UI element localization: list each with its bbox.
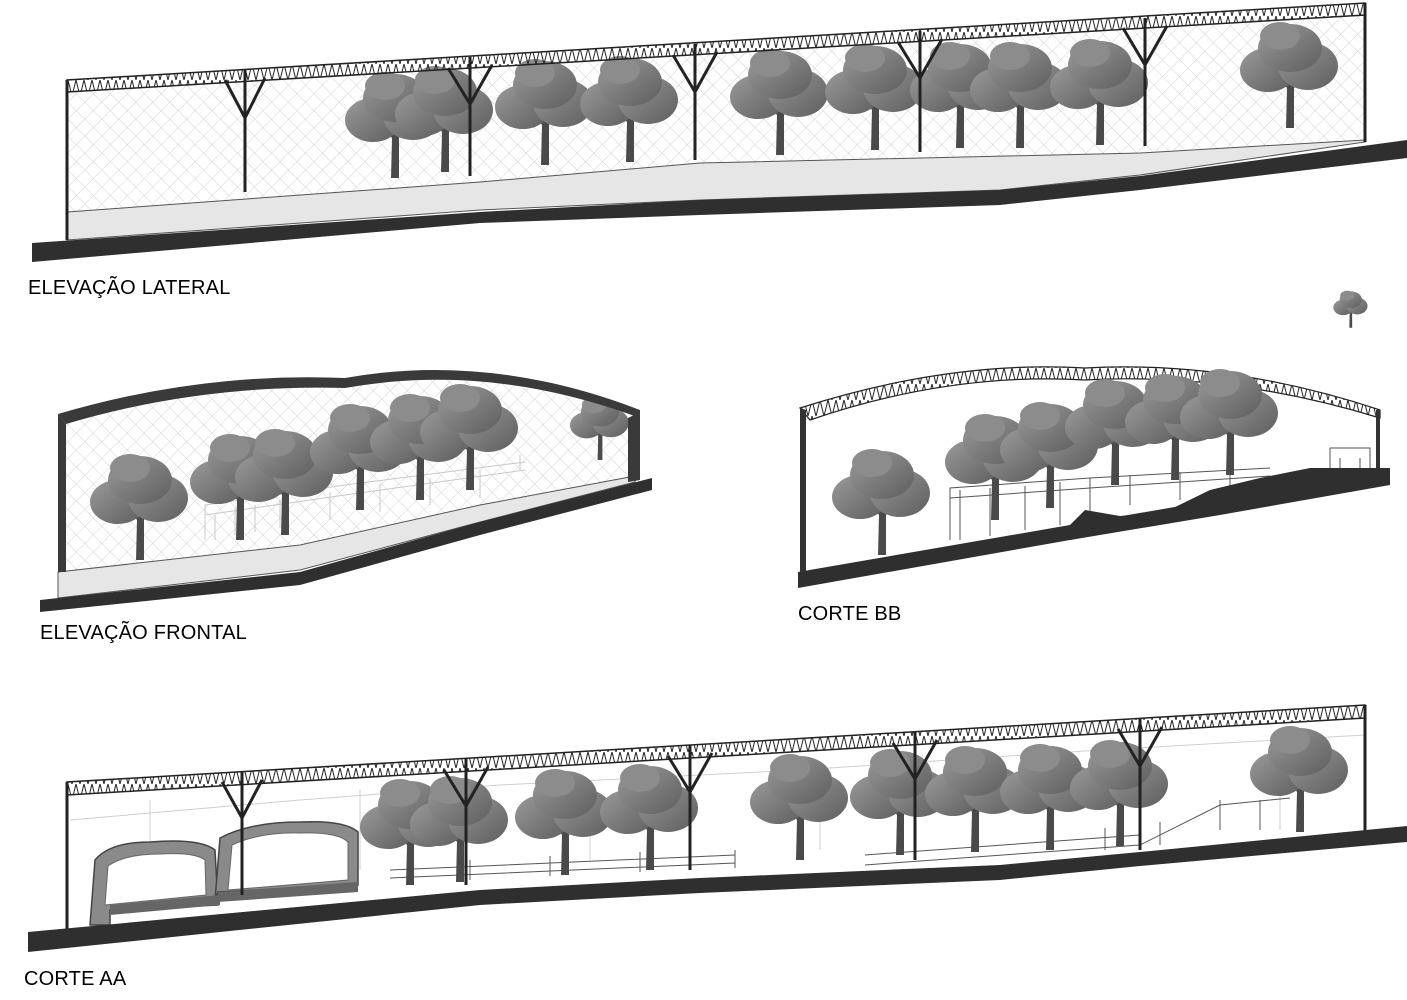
column-left (800, 408, 806, 575)
corte-bb-drawing (798, 290, 1390, 588)
corte-aa-drawing (28, 704, 1407, 952)
ground-line (28, 826, 1407, 952)
column-right (628, 412, 640, 482)
column-right (1376, 410, 1380, 472)
caption-corte-bb: CORTE BB (798, 603, 902, 625)
walkway-lines (204, 455, 526, 540)
elevacao-lateral-drawing (32, 2, 1407, 262)
retaining-wall (57, 475, 636, 599)
tree-icon (1333, 290, 1368, 328)
caption-elevacao-lateral: ELEVAÇÃO LATERAL (28, 277, 231, 299)
columns (65, 3, 1367, 240)
columns (65, 705, 1367, 930)
retaining-wall (66, 139, 1366, 241)
ground-line (32, 140, 1407, 262)
caption-corte-aa: CORTE AA (24, 968, 127, 990)
column-left (58, 414, 66, 572)
caption-elevacao-frontal: ELEVAÇÃO FRONTAL (40, 622, 247, 644)
ground-line (798, 470, 1390, 588)
ground-line (40, 478, 652, 612)
arch-frame (58, 369, 640, 424)
elevacao-frontal-drawing (40, 369, 652, 612)
tree-icon (832, 449, 930, 555)
cave-structure (89, 820, 359, 926)
